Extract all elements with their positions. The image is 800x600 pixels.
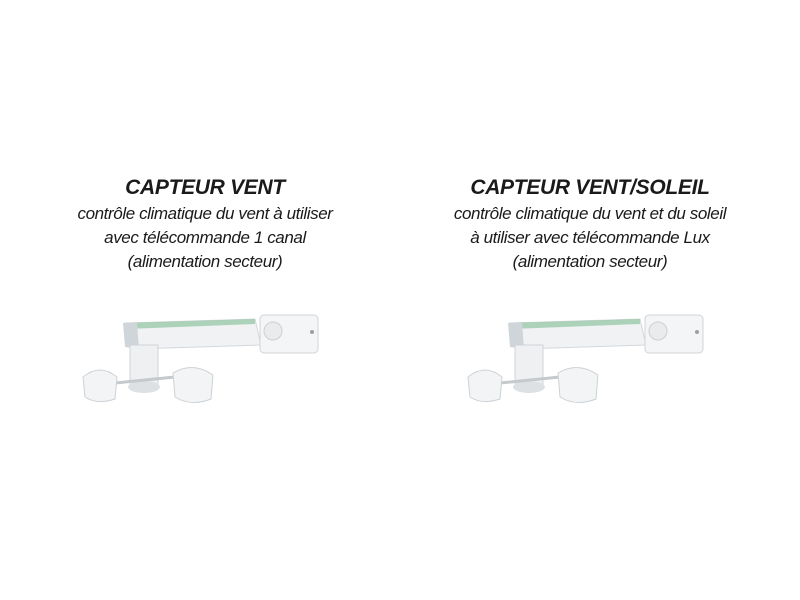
wind-sun-sensor-image — [466, 313, 705, 405]
product-description-line: contrôle climatique du vent à utiliser — [77, 204, 333, 223]
product-wind-sun-sensor: CAPTEUR VENT/SOLEIL contrôle climatique … — [400, 174, 780, 274]
product-title: CAPTEUR VENT/SOLEIL — [470, 176, 710, 199]
product-description-line: (alimentation secteur) — [512, 252, 668, 271]
product-description-line: à utiliser avec télécommande Lux — [470, 228, 710, 247]
product-title: CAPTEUR VENT — [125, 176, 285, 199]
product-wind-sensor: CAPTEUR VENT contrôle climatique du vent… — [15, 174, 395, 274]
product-description-line: contrôle climatique du vent et du soleil — [453, 204, 727, 223]
product-description-line: avec télécommande 1 canal — [104, 228, 306, 247]
product-description-line: (alimentation secteur) — [127, 252, 283, 271]
wind-sensor-image — [82, 314, 319, 403]
